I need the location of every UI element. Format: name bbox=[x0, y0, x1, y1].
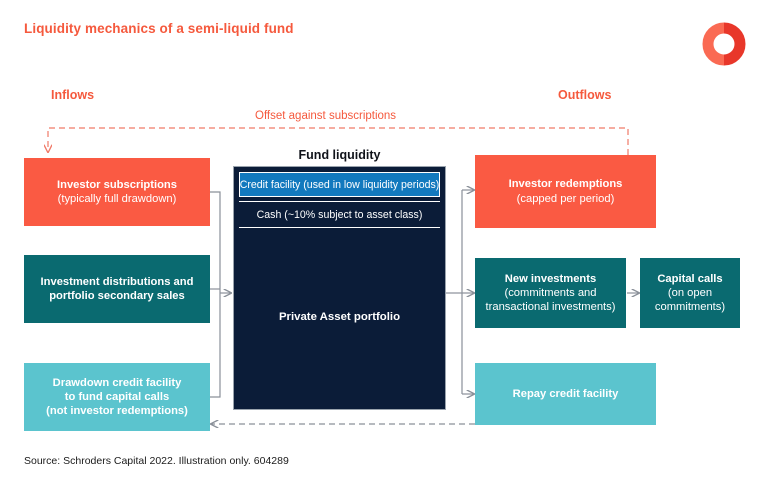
box-investor-subscriptions-line1: Investor subscriptions bbox=[57, 178, 177, 191]
box-investor-redemptions[interactable]: Investor redemptions (capped per period) bbox=[475, 155, 656, 228]
fund-liquidity-cash-label: Cash (~10% subject to asset class) bbox=[256, 208, 423, 221]
wire-inflows-to-fund-liquidity bbox=[210, 191, 231, 398]
source-note: Source: Schroders Capital 2022. Illustra… bbox=[24, 455, 289, 467]
box-new-investments[interactable]: New investments (commitments and transac… bbox=[475, 258, 626, 328]
box-drawdown-credit-facility-line1: Drawdown credit facility bbox=[52, 376, 182, 389]
box-new-investments-line2: (commitments and bbox=[504, 286, 597, 299]
box-capital-calls-line2: (on open bbox=[667, 286, 713, 299]
fund-liquidity-credit-facility-label: Credit facility (used in low liquidity p… bbox=[239, 178, 440, 191]
wire-fund-liquidity-to-outflows bbox=[446, 190, 474, 394]
box-new-investments-line3: transactional investments) bbox=[485, 301, 616, 314]
fund-liquidity-row-credit-facility[interactable]: Credit facility (used in low liquidity p… bbox=[239, 172, 440, 197]
box-drawdown-credit-facility[interactable]: Drawdown credit facility to fund capital… bbox=[24, 363, 210, 431]
box-drawdown-credit-facility-line3: (not investor redemptions) bbox=[46, 405, 188, 418]
box-investment-distributions[interactable]: Investment distributions and portfolio s… bbox=[24, 255, 210, 323]
outflows-header: Outflows bbox=[558, 88, 612, 102]
box-investment-distributions-line1: Investment distributions and bbox=[40, 275, 194, 288]
fund-liquidity-row-private-assets[interactable]: Private Asset portfolio bbox=[239, 231, 440, 403]
offset-annotation-label: Offset against subscriptions bbox=[255, 110, 397, 122]
fund-liquidity-container[interactable]: Credit facility (used in low liquidity p… bbox=[233, 166, 446, 410]
box-investor-subscriptions[interactable]: Investor subscriptions (typically full d… bbox=[24, 158, 210, 226]
box-repay-credit-facility-line1: Repay credit facility bbox=[512, 387, 619, 400]
box-investment-distributions-line2: portfolio secondary sales bbox=[49, 290, 185, 302]
box-capital-calls[interactable]: Capital calls (on open commitments) bbox=[640, 258, 740, 328]
box-new-investments-line1: New investments bbox=[504, 272, 597, 285]
inflows-header: Inflows bbox=[51, 88, 95, 102]
fund-liquidity-row-cash[interactable]: Cash (~10% subject to asset class) bbox=[239, 201, 440, 228]
fund-liquidity-private-assets-label: Private Asset portfolio bbox=[278, 311, 401, 323]
box-investor-subscriptions-line2: (typically full drawdown) bbox=[57, 193, 177, 205]
box-capital-calls-line1: Capital calls bbox=[657, 272, 723, 285]
box-drawdown-credit-facility-line2: to fund capital calls bbox=[64, 390, 170, 403]
page-title: Liquidity mechanics of a semi-liquid fun… bbox=[24, 21, 294, 36]
fund-liquidity-caption: Fund liquidity bbox=[298, 148, 381, 162]
box-investor-redemptions-line1: Investor redemptions bbox=[508, 178, 623, 191]
box-capital-calls-line3: commitments) bbox=[654, 301, 726, 314]
box-investor-redemptions-line2: (capped per period) bbox=[516, 192, 615, 205]
schroders-donut-logo bbox=[702, 22, 746, 66]
box-repay-credit-facility[interactable]: Repay credit facility bbox=[475, 363, 656, 425]
